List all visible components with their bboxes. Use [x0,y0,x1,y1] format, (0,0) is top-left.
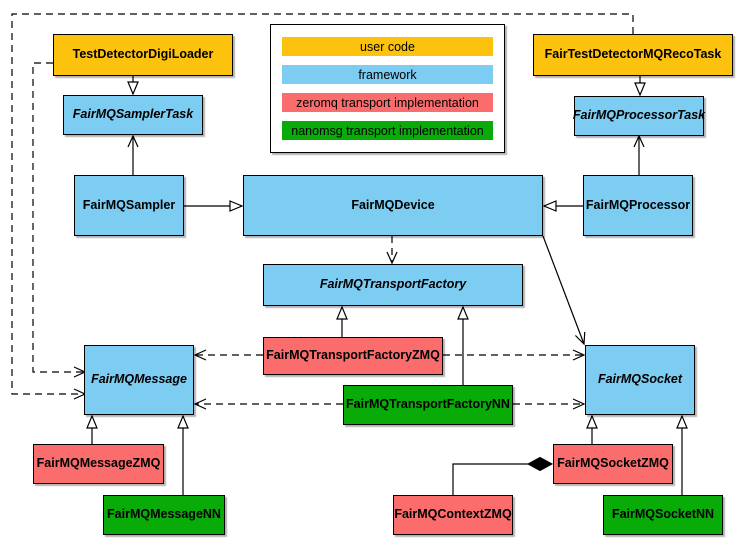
legend-label: framework [358,67,417,82]
legend-label: zeromq transport implementation [296,95,479,110]
class-box-fairmqsocketzmq: FairMQSocketZMQ [553,444,673,484]
class-box-testdetectordigiloader: TestDetectorDigiLoader [53,34,233,76]
class-box-fairmqsocket: FairMQSocket [585,345,695,415]
edge-contextzmq-socketzmq [452,463,528,495]
class-box-fairmqcontextzmq: FairMQContextZMQ [393,495,513,535]
class-box-fairmqtransportfactory: FairMQTransportFactory [263,264,523,306]
composition-edge [452,456,554,495]
legend-item-zeromq: zeromq transport implementation [282,93,493,112]
legend-label: nanomsg transport implementation [291,123,484,138]
class-box-fairmqprocessor: FairMQProcessor [583,175,693,236]
class-box-fairmqsocketnn: FairMQSocketNN [603,495,723,535]
association-edges [127,134,645,346]
legend-item-user-code: user code [282,37,493,56]
class-box-fairmqmessage: FairMQMessage [84,345,194,415]
class-box-fairtestdetectormqrecotask: FairTestDetectorMQRecoTask [533,34,733,76]
composition-diamond-icon [526,456,554,472]
class-box-fairmqprocessortask: FairMQProcessorTask [573,96,705,136]
inheritance-edges [86,76,688,495]
legend: user code framework zeromq transport imp… [270,24,505,153]
class-box-fairmqsamplertask: FairMQSamplerTask [63,95,203,135]
legend-label: user code [360,39,415,54]
legend-item-nanomsg: nanomsg transport implementation [282,121,493,140]
legend-item-framework: framework [282,65,493,84]
class-box-fairmqmessagenn: FairMQMessageNN [103,495,225,535]
dependency-edges [11,13,634,410]
class-box-fairmqtransportfactoryzmq: FairMQTransportFactoryZMQ [263,337,443,375]
edge-digiloader-message [32,62,87,378]
class-box-fairmqsampler: FairMQSampler [74,175,184,236]
edge-device-socket [542,235,586,346]
class-box-fairmqtransportfactorynn: FairMQTransportFactoryNN [343,385,513,425]
class-box-fairmqdevice: FairMQDevice [243,175,543,236]
edge-recotask-message [11,13,634,400]
class-box-fairmqmessagezmq: FairMQMessageZMQ [33,444,164,484]
